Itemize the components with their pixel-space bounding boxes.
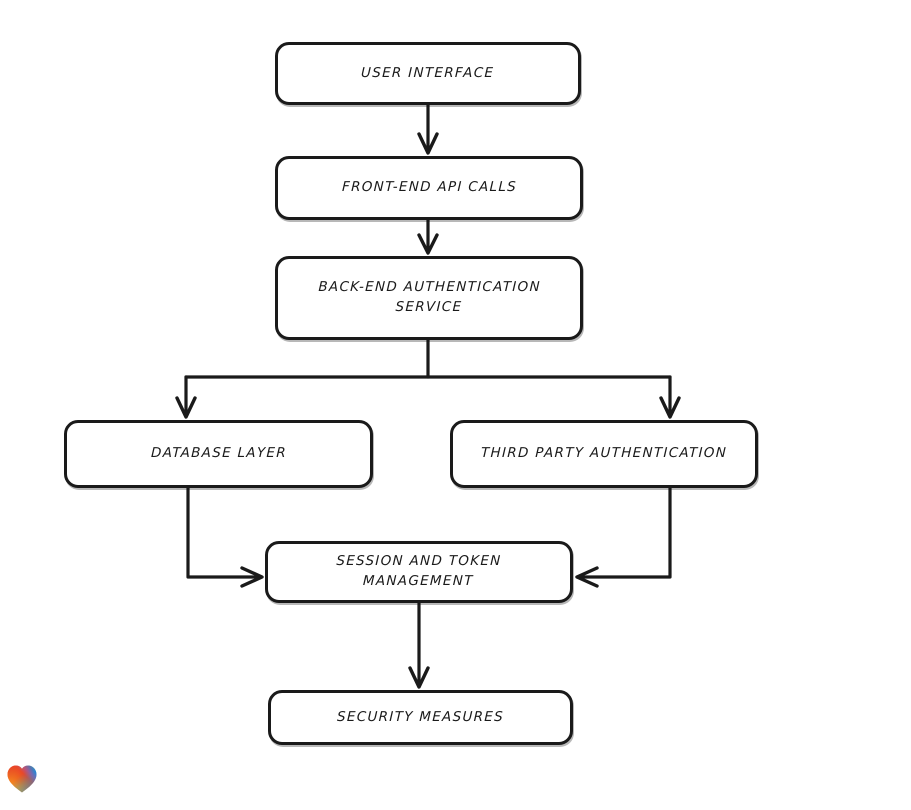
heart-icon xyxy=(7,765,37,793)
node-third-party-authentication[interactable]: Third Party Authentication xyxy=(450,420,758,488)
edge-backend-to-thirdparty xyxy=(659,375,681,419)
edge-backend-branch-bus xyxy=(184,338,672,379)
edge-api-to-backend xyxy=(417,218,439,255)
node-label-database-layer: Database Layer xyxy=(150,445,287,462)
node-label-security-measures: Security Measures xyxy=(336,708,505,725)
node-database-layer[interactable]: Database Layer xyxy=(64,420,373,488)
node-label-third-party-authentication: Third Party Authentication xyxy=(480,445,728,462)
edge-ui-to-api xyxy=(417,103,439,155)
node-label-user-interface: User Interface xyxy=(361,64,495,81)
edge-thirdparty-to-session xyxy=(575,486,672,588)
edge-database-to-session xyxy=(186,486,264,588)
node-user-interface[interactable]: User Interface xyxy=(275,42,581,105)
edge-session-to-security xyxy=(408,601,430,689)
node-label-front-end-api-calls: Front-End API Calls xyxy=(341,179,517,196)
edge-backend-to-database xyxy=(175,375,197,419)
node-session-and-token-management[interactable]: Session and Token Management xyxy=(265,541,573,603)
node-security-measures[interactable]: Security Measures xyxy=(268,690,573,745)
node-label-back-end-authentication-service: Back-End Authentication Service xyxy=(317,279,541,315)
node-label-session-and-token-management: Session and Token Management xyxy=(336,553,503,589)
node-front-end-api-calls[interactable]: Front-End API Calls xyxy=(275,156,583,220)
node-back-end-authentication-service[interactable]: Back-End Authentication Service xyxy=(275,256,583,340)
